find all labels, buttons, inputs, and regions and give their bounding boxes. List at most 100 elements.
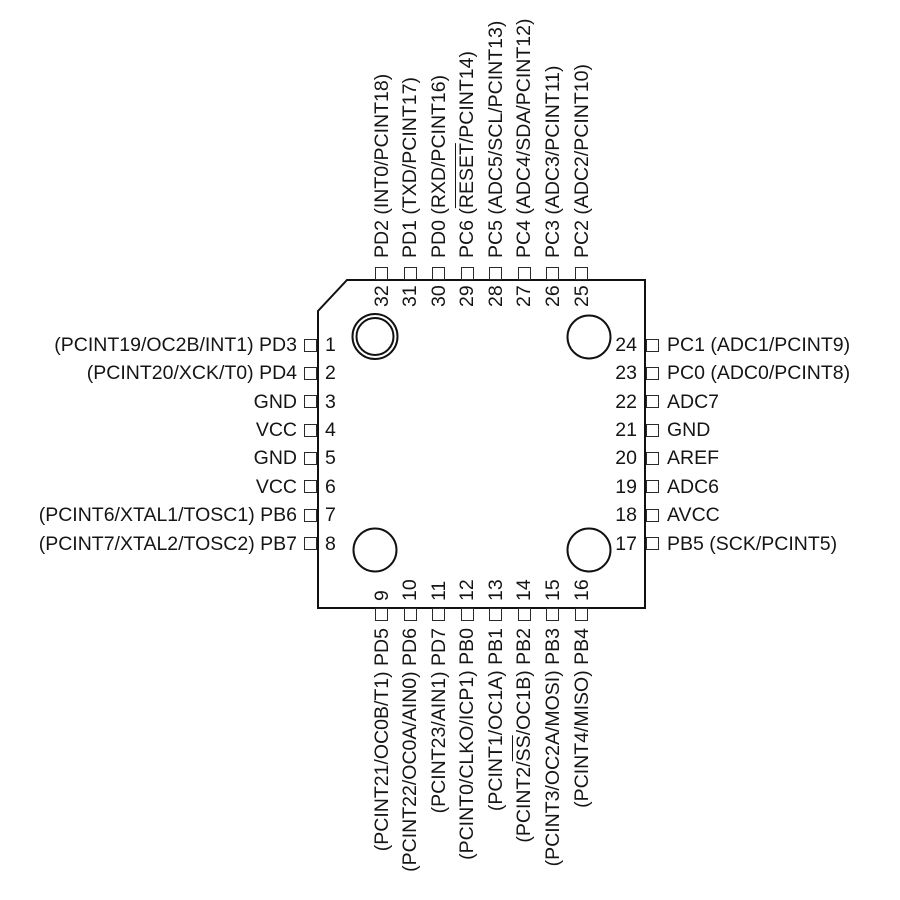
pin-pad	[646, 338, 659, 352]
pin-label: (PCINT0/CLKO/ICP1) PB0	[456, 628, 479, 860]
corner-circle-top-right	[566, 314, 612, 360]
pin-pad	[432, 608, 446, 621]
pin-label: PD0 (RXD/PCINT16)	[427, 74, 450, 258]
corner-circle-bottom-right	[566, 527, 612, 573]
pin-label: AREF	[667, 447, 720, 470]
pin-pad	[304, 338, 317, 352]
pin1-marker-outer-circle	[351, 313, 399, 360]
pin-number: 16	[570, 579, 593, 601]
pin-number: 31	[399, 285, 422, 307]
pin-label-overlined-reset: RESET	[456, 143, 479, 209]
pin-number: 11	[427, 580, 450, 601]
pin-pad	[646, 537, 659, 550]
pin-label: ADC6	[667, 475, 720, 498]
pin-number: 19	[615, 475, 637, 498]
pin-number: 27	[513, 285, 536, 307]
pin-pad	[403, 267, 417, 280]
pin-label: PC6 (RESET/PCINT14)	[453, 0, 481, 258]
pin-number: 1	[325, 334, 336, 356]
chip-body	[317, 279, 646, 609]
pin-pad	[575, 608, 588, 621]
pin-pad	[489, 267, 503, 280]
pin-label-prefix: PC6 (	[456, 208, 479, 258]
pin-label: (PCINT21/OC0B/T1) PD5	[370, 628, 393, 852]
pin-number: 30	[427, 285, 450, 307]
pin-label: (PCINT23/AIN1) PD7	[427, 628, 450, 814]
pin-number: 17	[615, 532, 637, 555]
pin-pad	[375, 608, 388, 621]
pin-number: 6	[325, 475, 336, 498]
pin-number: 10	[399, 579, 422, 601]
pin-label: (PCINT3/OC2A/MOSI) PB3	[541, 628, 564, 867]
pin-pad	[646, 395, 659, 409]
pin-label: ADC7	[667, 390, 720, 413]
pin-pad	[304, 423, 317, 437]
pin-number: 24	[615, 334, 637, 356]
pin-number: 7	[325, 504, 336, 527]
pin-label: GND	[667, 419, 711, 442]
pin-number: 4	[325, 419, 336, 442]
pin-label: (PCINT2/SS/OC1B) PB2	[510, 628, 538, 888]
pin-label-prefix: (PCINT2/	[513, 761, 536, 843]
pin-label: (PCINT7/XTAL2/TOSC2) PB7	[38, 532, 297, 555]
pin-pad	[517, 267, 531, 280]
pin-label: VCC	[255, 419, 297, 442]
pin-pad	[646, 423, 659, 437]
pin-number: 3	[325, 390, 336, 413]
pin-label: GND	[253, 447, 297, 470]
pin-number: 32	[370, 285, 393, 307]
pin-label: (PCINT6/XTAL1/TOSC1) PB6	[38, 504, 297, 527]
pin-label: (PCINT4/MISO) PB4	[570, 628, 593, 808]
pin-label: PC2 (ADC2/PCINT10)	[570, 64, 593, 258]
pin-number: 23	[615, 362, 637, 385]
pin-pad	[304, 366, 317, 380]
pin-label-suffix: /OC1B) PB2	[513, 628, 536, 736]
pin-pad	[304, 451, 317, 465]
pin-label: PC0 (ADC0/PCINT8)	[667, 362, 851, 385]
pin-pad	[489, 608, 503, 621]
pin-label-overlined-ss: SS	[513, 735, 536, 762]
pin-label: (PCINT1/OC1A) PB1	[484, 628, 507, 812]
pin-number: 12	[456, 579, 479, 601]
pin-label: PB5 (SCK/PCINT5)	[667, 532, 838, 555]
pin-number: 22	[615, 390, 637, 413]
pin-number: 25	[570, 285, 593, 307]
pin-number: 28	[484, 285, 507, 307]
pin-number: 9	[370, 590, 393, 601]
pin-label: (PCINT19/OC2B/INT1) PD3	[54, 334, 297, 356]
pin-number: 26	[541, 285, 564, 307]
pin-label: (PCINT20/XCK/T0) PD4	[86, 362, 297, 385]
pin-label: PD2 (INT0/PCINT18)	[370, 73, 393, 258]
pin-number: 13	[484, 579, 507, 601]
pin-number: 5	[325, 447, 336, 470]
pin-label: PC1 (ADC1/PCINT9)	[667, 334, 851, 356]
pin-pad	[575, 267, 588, 280]
pin-pad	[646, 451, 659, 465]
pin-pad	[546, 267, 560, 280]
pin-number: 15	[541, 579, 564, 601]
pin-pad	[460, 267, 474, 280]
pin-number: 21	[615, 419, 637, 442]
pin-pad	[432, 267, 446, 280]
pin-pad	[646, 480, 659, 494]
pin-number: 29	[456, 285, 479, 307]
pin-pad	[304, 508, 317, 522]
pin-number: 18	[615, 504, 637, 527]
pin-pad	[375, 267, 388, 280]
pin-pad	[304, 537, 317, 550]
pin-pad	[646, 508, 659, 522]
pin-number: 20	[615, 447, 637, 470]
pin-pad	[403, 608, 417, 621]
pin-pad	[517, 608, 531, 621]
pin-pad	[646, 366, 659, 380]
corner-circle-bottom-left	[352, 527, 398, 573]
pin-label-suffix: /PCINT14)	[456, 51, 479, 144]
pin-number: 8	[325, 532, 336, 555]
pin-pad	[304, 395, 317, 409]
pin-pad	[460, 608, 474, 621]
pin-number: 2	[325, 362, 336, 385]
pin-label: (PCINT22/OC0A/AIN0) PD6	[399, 628, 422, 872]
pin-pad	[304, 480, 317, 494]
